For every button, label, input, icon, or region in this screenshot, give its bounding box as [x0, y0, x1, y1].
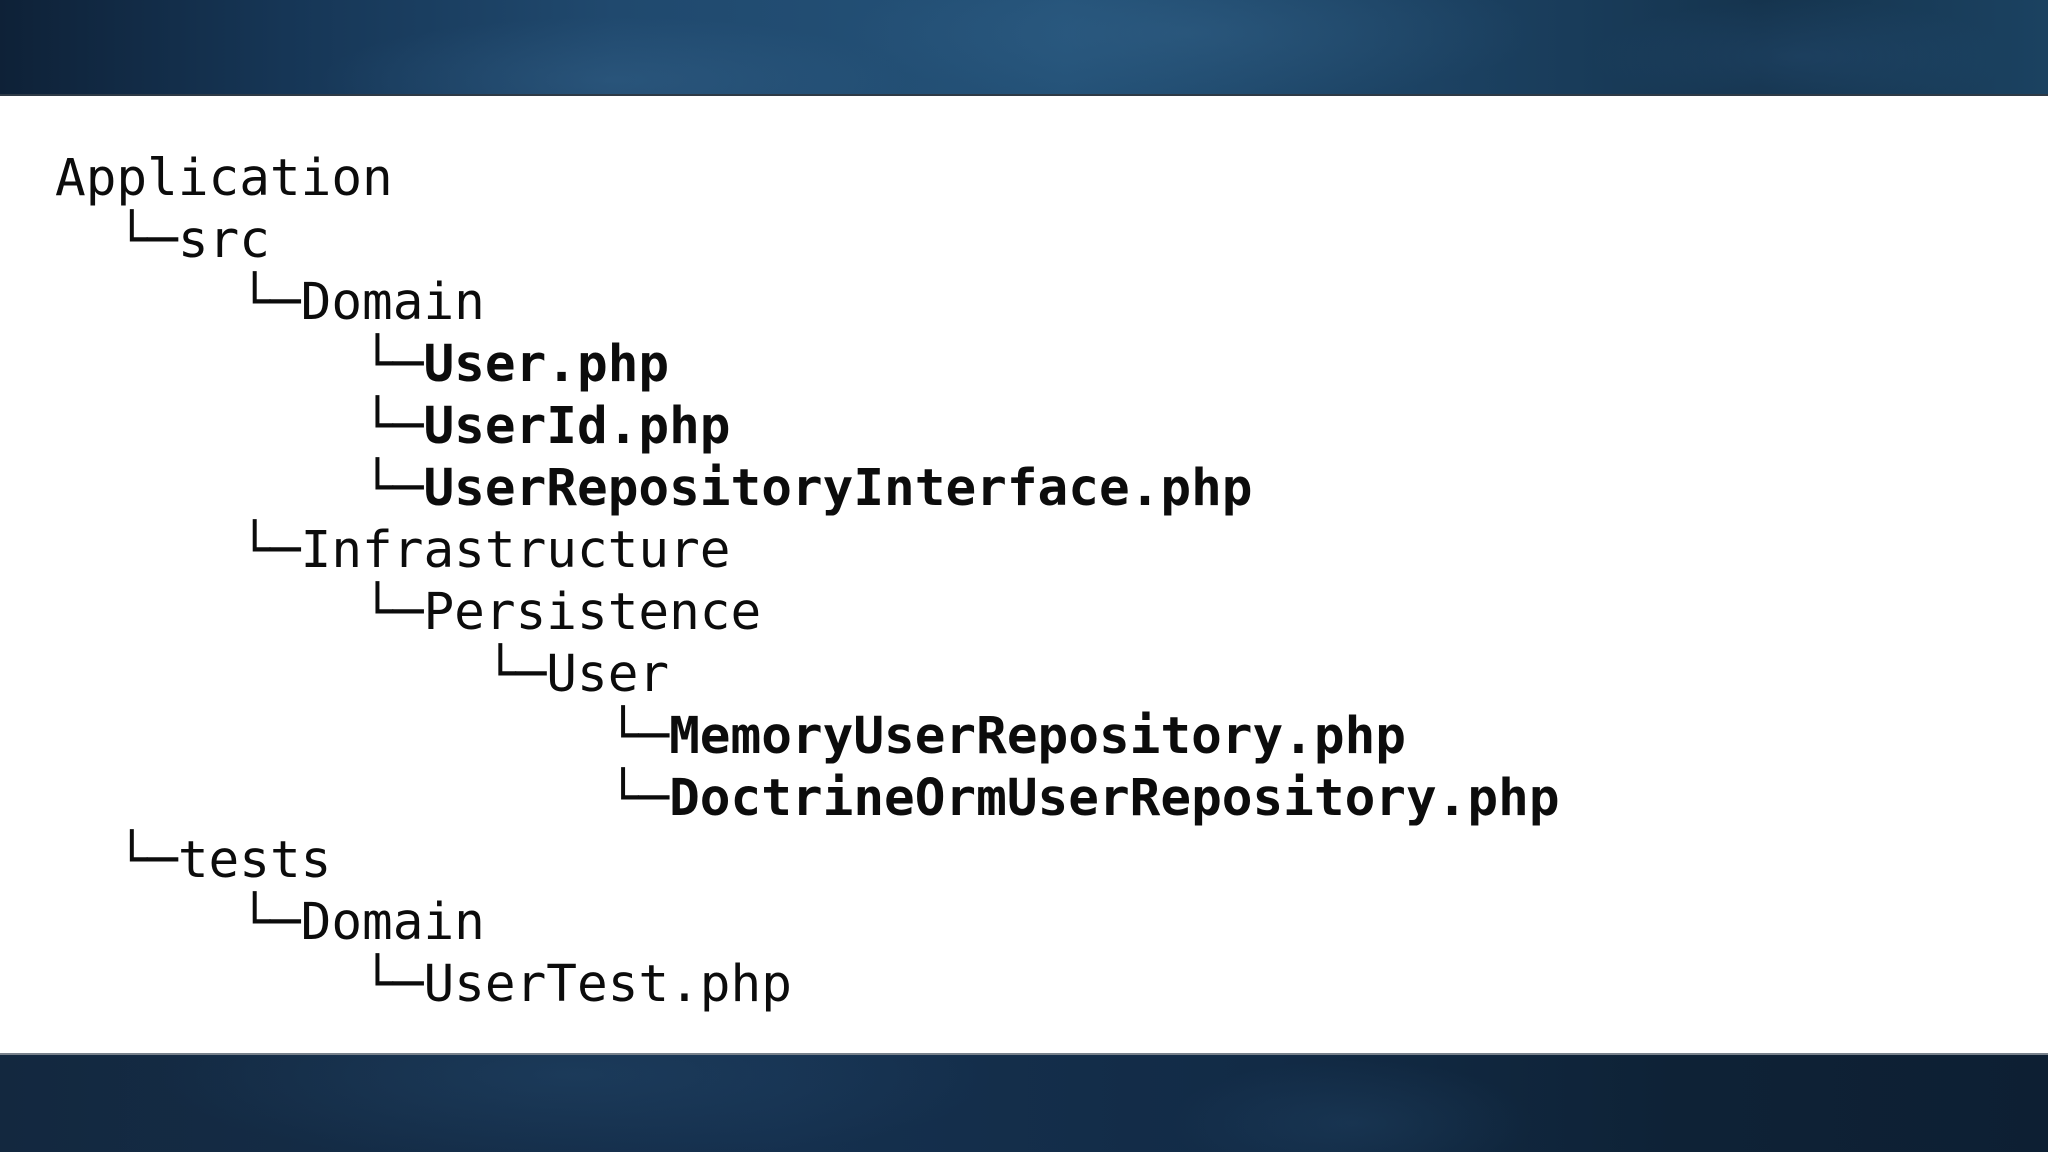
file-tree: Application └─src └─Domain └─User.php └─… [55, 148, 2048, 1016]
tree-branch-connector: └─ [55, 583, 424, 642]
tree-branch-connector: └─ [55, 397, 424, 456]
tree-branch-connector: └─ [55, 893, 301, 952]
tree-branch-connector: └─ [55, 211, 178, 270]
tree-line-tests: └─tests [55, 830, 2048, 892]
tree-node-label: Domain [300, 273, 485, 332]
tree-line-src: └─src [55, 210, 2048, 272]
tree-line-userid-php: └─UserId.php [55, 396, 2048, 458]
tree-line-persistence: └─Persistence [55, 582, 2048, 644]
tree-node-label: DoctrineOrmUserRepository.php [669, 769, 1560, 828]
tree-line-application: Application [55, 148, 2048, 210]
slide-top-banner [0, 0, 2048, 96]
tree-branch-connector: └─ [55, 459, 424, 518]
tree-node-label: UserRepositoryInterface.php [423, 459, 1253, 518]
tree-node-label: UserTest.php [423, 955, 792, 1014]
tree-line-tests-domain: └─Domain [55, 892, 2048, 954]
tree-branch-connector: └─ [55, 769, 670, 828]
tree-node-label: MemoryUserRepository.php [669, 707, 1407, 766]
tree-branch-connector: └─ [55, 707, 670, 766]
tree-line-domain: └─Domain [55, 272, 2048, 334]
tree-line-user-php: └─User.php [55, 334, 2048, 396]
tree-branch-connector: └─ [55, 273, 301, 332]
tree-line-usertest-php: └─UserTest.php [55, 954, 2048, 1016]
tree-node-label: Application [55, 149, 393, 208]
tree-line-memoryuserrepository-php: └─MemoryUserRepository.php [55, 706, 2048, 768]
tree-branch-connector: └─ [55, 831, 178, 890]
tree-node-label: Domain [300, 893, 485, 952]
tree-node-label: src [177, 211, 270, 270]
tree-node-label: Infrastructure [300, 521, 731, 580]
tree-node-label: User.php [423, 335, 670, 394]
tree-line-infrastructure: └─Infrastructure [55, 520, 2048, 582]
tree-node-label: UserId.php [423, 397, 731, 456]
tree-branch-connector: └─ [55, 645, 547, 704]
slide-content-area: Application └─src └─Domain └─User.php └─… [0, 96, 2048, 1053]
slide-bottom-banner [0, 1053, 2048, 1152]
tree-branch-connector: └─ [55, 335, 424, 394]
tree-branch-connector: └─ [55, 521, 301, 580]
tree-line-doctrineormuserrepository-php: └─DoctrineOrmUserRepository.php [55, 768, 2048, 830]
tree-node-label: tests [177, 831, 332, 890]
tree-line-userrepositoryinterface-php: └─UserRepositoryInterface.php [55, 458, 2048, 520]
tree-line-user-dir: └─User [55, 644, 2048, 706]
tree-node-label: Persistence [423, 583, 762, 642]
tree-branch-connector: └─ [55, 955, 424, 1014]
tree-node-label: User [546, 645, 670, 704]
